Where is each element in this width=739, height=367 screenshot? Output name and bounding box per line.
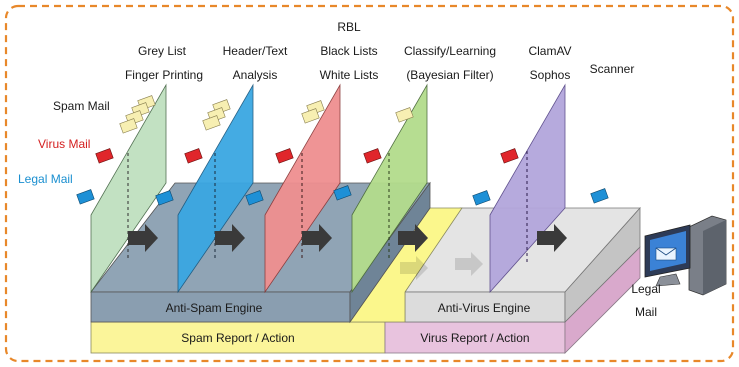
panel-header-text xyxy=(177,83,254,294)
panel-classify xyxy=(351,83,428,294)
spam-mail-label: Spam Mail xyxy=(53,99,110,113)
legal-mail-envelope-icon xyxy=(155,190,174,206)
virus-report-bar xyxy=(384,321,566,354)
spam-mail-stack-icon xyxy=(119,95,156,134)
spam-report-label: Spam Report / Action xyxy=(181,331,294,345)
analysis-label: Analysis xyxy=(233,68,278,82)
spam-mail-stack-icon xyxy=(301,100,325,124)
rbl-label: RBL xyxy=(337,20,361,34)
virus-report-label: Virus Report / Action xyxy=(420,331,529,345)
anti-virus-engine-label: Anti-Virus Engine xyxy=(438,301,531,315)
arrow-icon xyxy=(398,224,428,252)
header-text-label: Header/Text xyxy=(223,44,288,58)
legal-mail-envelope-icon xyxy=(76,189,95,205)
virus-mail-envelope-icon xyxy=(500,148,519,164)
classify-learning-label: Classify/Learning xyxy=(404,44,496,58)
panel-grey-list xyxy=(90,83,167,294)
finger-printing-label: Finger Printing xyxy=(125,68,203,82)
arrow-icon xyxy=(537,224,567,252)
output-mail-label: Mail xyxy=(635,305,657,319)
black-lists-label: Black Lists xyxy=(320,44,377,58)
spam-mail-envelope-icon xyxy=(395,107,414,123)
white-lists-label: White Lists xyxy=(320,68,379,82)
bayesian-filter-label: (Bayesian Filter) xyxy=(406,68,493,82)
spam-platform-side xyxy=(349,181,431,324)
clamav-label: ClamAV xyxy=(528,44,571,58)
virus-mail-envelope-icon xyxy=(363,148,382,164)
sophos-label: Sophos xyxy=(530,68,571,82)
computer-icon xyxy=(644,215,727,296)
virus-mail-envelope-icon xyxy=(95,148,114,164)
grey-list-label: Grey List xyxy=(138,44,187,58)
dashed-frame xyxy=(4,4,735,363)
arrow-icon xyxy=(302,224,332,252)
virus-mail-label: Virus Mail xyxy=(38,137,90,151)
legal-mail-label: Legal Mail xyxy=(18,172,73,186)
legal-mail-envelope-icon xyxy=(333,185,352,201)
virus-mail-envelope-icon xyxy=(184,148,203,164)
output-legal-label: Legal xyxy=(631,282,660,296)
arrow-icon xyxy=(128,224,158,252)
legal-mail-envelope-icon xyxy=(472,190,491,206)
legal-mail-envelope-icon xyxy=(245,190,264,206)
arrow-icon xyxy=(215,224,245,252)
arrow-shadow-icon xyxy=(400,252,483,280)
virus-platform-side xyxy=(564,206,641,323)
spam-mail-stack-icon xyxy=(202,99,231,131)
panel-rbl xyxy=(264,83,341,294)
anti-spam-engine-label: Anti-Spam Engine xyxy=(166,301,263,315)
virus-mail-envelope-icon xyxy=(275,148,294,164)
legal-mail-envelope-icon xyxy=(590,188,609,204)
scanner-label: Scanner xyxy=(590,62,635,76)
